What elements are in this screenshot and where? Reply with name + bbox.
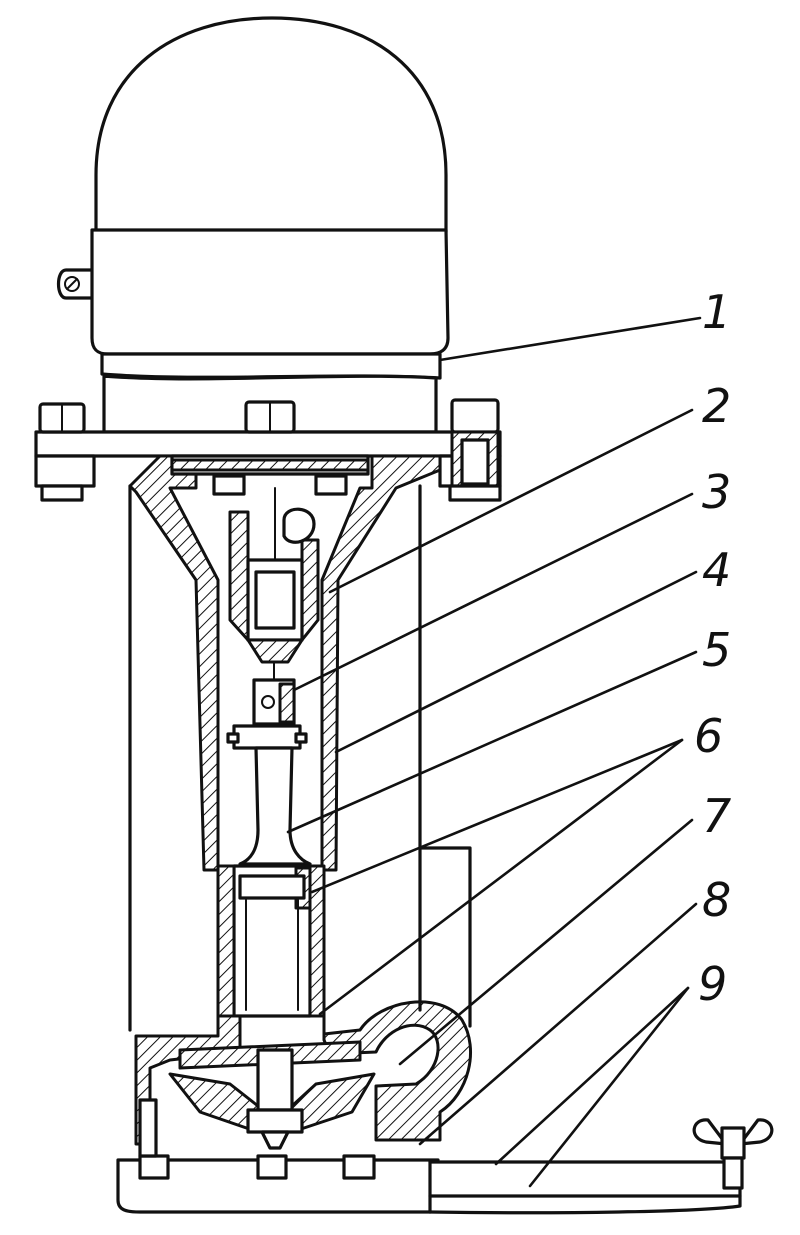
terminal-lug [56,268,95,300]
label-4: 4 [702,543,731,597]
label-3: 3 [702,465,731,519]
leader-2 [328,408,694,594]
motor-housing [90,228,450,356]
shaft-coupling [228,487,320,664]
leader-6a [310,738,684,894]
leader-1 [438,316,702,362]
impeller [168,1040,376,1150]
flange-bolt-center [244,400,296,434]
cone-housing-left-wall [128,454,220,872]
strainer-plate [428,1160,742,1198]
leader-7 [398,818,694,1066]
leader-5 [286,650,698,834]
leader-9b [528,986,690,1188]
leader-8 [418,902,698,1146]
mounting-flange-lower [34,454,96,488]
leader-9a [494,986,690,1166]
pump-shaft [238,746,312,866]
label-7: 7 [702,789,731,843]
label-9: 9 [698,957,727,1011]
label-5: 5 [702,623,731,677]
label-1: 1 [702,285,731,339]
motor-dome [94,16,448,234]
motor-housing-lower-band [100,352,442,380]
leader-4 [334,570,698,754]
label-8: 8 [702,873,731,927]
leader-3 [292,492,694,692]
wing-nut [692,1118,774,1190]
leader-lines [286,316,702,1188]
flange-bolt-left [38,402,86,502]
flange-bolt-right [448,398,502,502]
universal-joint [226,661,308,750]
leader-6b [318,738,684,1016]
label-6: 6 [694,709,723,763]
label-2: 2 [702,379,731,433]
mounting-flange [34,430,502,458]
